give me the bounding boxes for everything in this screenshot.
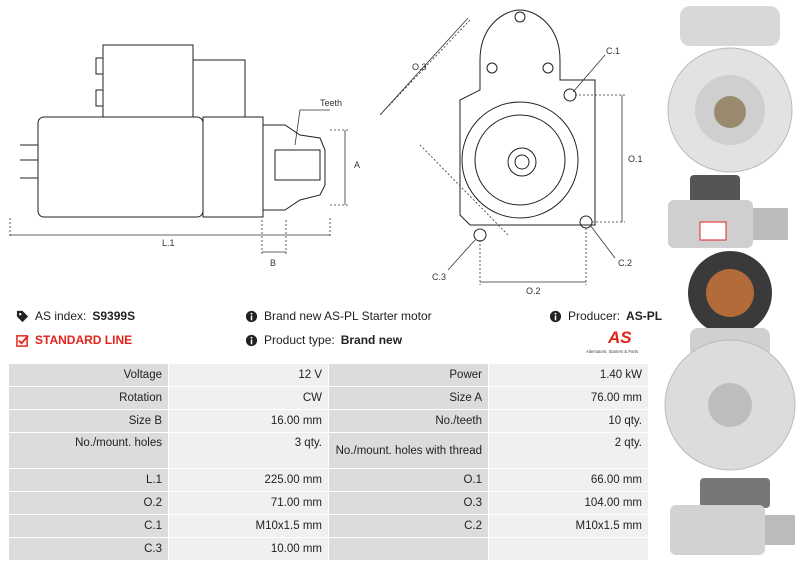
- label-c1: C.1: [606, 46, 620, 56]
- spec-key: O.3: [328, 491, 489, 515]
- spec-value: 10.00 mm: [168, 537, 329, 561]
- spec-key: Rotation: [8, 386, 169, 410]
- spec-value: 10 qty.: [488, 409, 649, 433]
- spec-key: No./mount. holes with thread: [328, 432, 489, 469]
- producer-label: Producer:: [568, 309, 621, 323]
- spec-value: 16.00 mm: [168, 409, 329, 433]
- product-type-value: Brand new: [340, 333, 403, 347]
- specification-table: Voltage 12 V Power 1.40 kW Rotation CW S…: [8, 363, 649, 561]
- spec-key: C.1: [8, 514, 169, 538]
- photo-front-face: [664, 328, 796, 471]
- photo-side-motor-2: [670, 478, 795, 555]
- spec-value: 76.00 mm: [488, 386, 649, 410]
- spec-value: M10x1.5 mm: [168, 514, 329, 538]
- table-row: L.1 225.00 mm O.1 66.00 mm: [8, 468, 649, 492]
- spec-key: C.2: [328, 514, 489, 538]
- table-row: Size B 16.00 mm No./teeth 10 qty.: [8, 409, 649, 433]
- table-row: Rotation CW Size A 76.00 mm: [8, 386, 649, 410]
- logo-text: AS: [607, 328, 632, 347]
- as-index-value: S9399S: [92, 309, 136, 323]
- product-photos: [664, 6, 796, 555]
- product-type-row: Product type: Brand new: [245, 333, 402, 347]
- as-index-label: AS index:: [35, 309, 87, 323]
- spec-key: L.1: [8, 468, 169, 492]
- tag-icon: [16, 310, 29, 322]
- label-a: A: [354, 160, 360, 170]
- table-row: No./mount. holes 3 qty. No./mount. holes…: [8, 432, 649, 469]
- spec-key: Size A: [328, 386, 489, 410]
- spec-key: Power: [328, 363, 489, 387]
- spec-key: O.1: [328, 468, 489, 492]
- spec-value: 3 qty.: [168, 432, 329, 469]
- table-row: O.2 71.00 mm O.3 104.00 mm: [8, 491, 649, 515]
- label-o3: O.3: [412, 62, 427, 72]
- info-icon: [245, 310, 258, 322]
- product-type-label: Product type:: [264, 333, 335, 347]
- spec-key: No./mount. holes: [8, 432, 169, 469]
- spec-key: C.3: [8, 537, 169, 561]
- description-text: Brand new AS-PL Starter motor: [264, 309, 432, 323]
- table-row: Voltage 12 V Power 1.40 kW: [8, 363, 649, 387]
- label-b: B: [270, 258, 276, 268]
- photo-front-housing: [667, 6, 793, 173]
- side-view-drawing: [20, 44, 326, 218]
- spec-value: [488, 537, 649, 561]
- spec-value: 1.40 kW: [488, 363, 649, 387]
- spec-value: M10x1.5 mm: [488, 514, 649, 538]
- label-o1: O.1: [628, 154, 643, 164]
- spec-value: 12 V: [168, 363, 329, 387]
- standard-line-label: STANDARD LINE: [35, 333, 133, 347]
- label-teeth: Teeth: [320, 98, 342, 108]
- spec-key: O.2: [8, 491, 169, 515]
- standard-line-row: STANDARD LINE: [16, 333, 132, 347]
- front-view-drawing: [459, 9, 596, 242]
- spec-key: [328, 537, 489, 561]
- spec-key: Size B: [8, 409, 169, 433]
- label-c2: C.2: [618, 258, 632, 268]
- spec-value: 71.00 mm: [168, 491, 329, 515]
- label-o2: O.2: [526, 286, 541, 296]
- as-pl-logo: AS Alternators, Starters & Parts: [586, 328, 638, 354]
- table-row: C.1 M10x1.5 mm C.2 M10x1.5 mm: [8, 514, 649, 538]
- spec-value: 66.00 mm: [488, 468, 649, 492]
- technical-drawings: Teeth A B L.1 O.3 C.1 O.1 C.3 C.2 O.2: [9, 9, 643, 296]
- photo-solenoid-end: [688, 251, 772, 335]
- spec-value: CW: [168, 386, 329, 410]
- table-row: C.3 10.00 mm: [8, 537, 649, 561]
- producer-value: AS-PL: [626, 309, 663, 323]
- producer-row: Producer: AS-PL: [549, 309, 662, 323]
- label-c3: C.3: [432, 272, 446, 282]
- spec-key: No./teeth: [328, 409, 489, 433]
- spec-key: Voltage: [8, 363, 169, 387]
- spec-value: 225.00 mm: [168, 468, 329, 492]
- photo-side-motor-1: [668, 175, 788, 248]
- info-icon: [245, 334, 258, 346]
- spec-value: 104.00 mm: [488, 491, 649, 515]
- as-index-row: AS index: S9399S: [16, 309, 135, 323]
- logo-caption: Alternators, Starters & Parts: [586, 349, 638, 354]
- spec-value: 2 qty.: [488, 432, 649, 469]
- info-icon: [549, 310, 562, 322]
- label-l1: L.1: [162, 238, 175, 248]
- description-row: Brand new AS-PL Starter motor: [245, 309, 432, 323]
- checkbox-checked-icon: [16, 334, 29, 347]
